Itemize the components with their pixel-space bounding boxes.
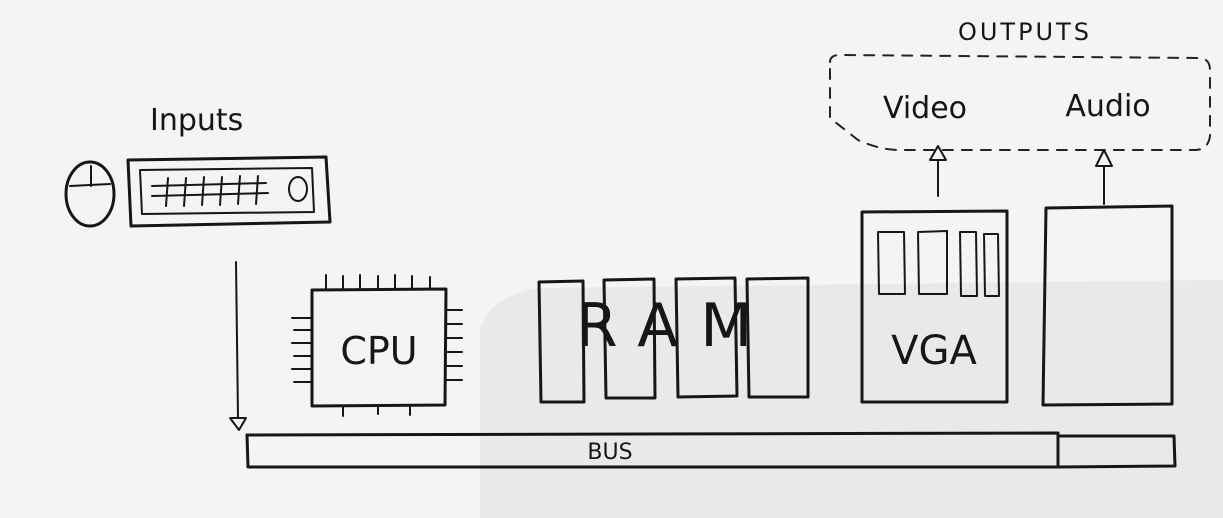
video-label: Video [883,91,967,126]
audio-arrow [1095,149,1113,205]
ram-stick-2 [602,277,657,400]
outputs-group [829,53,1211,151]
inputs-label: Inputs [150,103,243,138]
ram-stick-3 [674,276,739,399]
ram-label: RAM [576,291,774,361]
audio-label: Audio [1065,89,1150,124]
bus [245,431,1177,469]
vga-label: VGA [891,328,977,374]
audio-card [1041,204,1174,407]
video-arrow [929,145,947,197]
ram-stick-4 [745,276,810,399]
cpu-label: CPU [340,329,417,373]
paper-shadow [480,280,1223,518]
bus-label: BUS [587,440,632,465]
vga-card [860,209,1009,404]
ram-stick-1 [537,279,586,404]
chip-icon [291,274,463,417]
input-arrow [229,261,247,431]
outputs-label: OUTPUTS [958,18,1092,46]
ram-modules [537,276,810,404]
mouse-icon [64,160,116,228]
keyboard-icon [126,155,332,228]
